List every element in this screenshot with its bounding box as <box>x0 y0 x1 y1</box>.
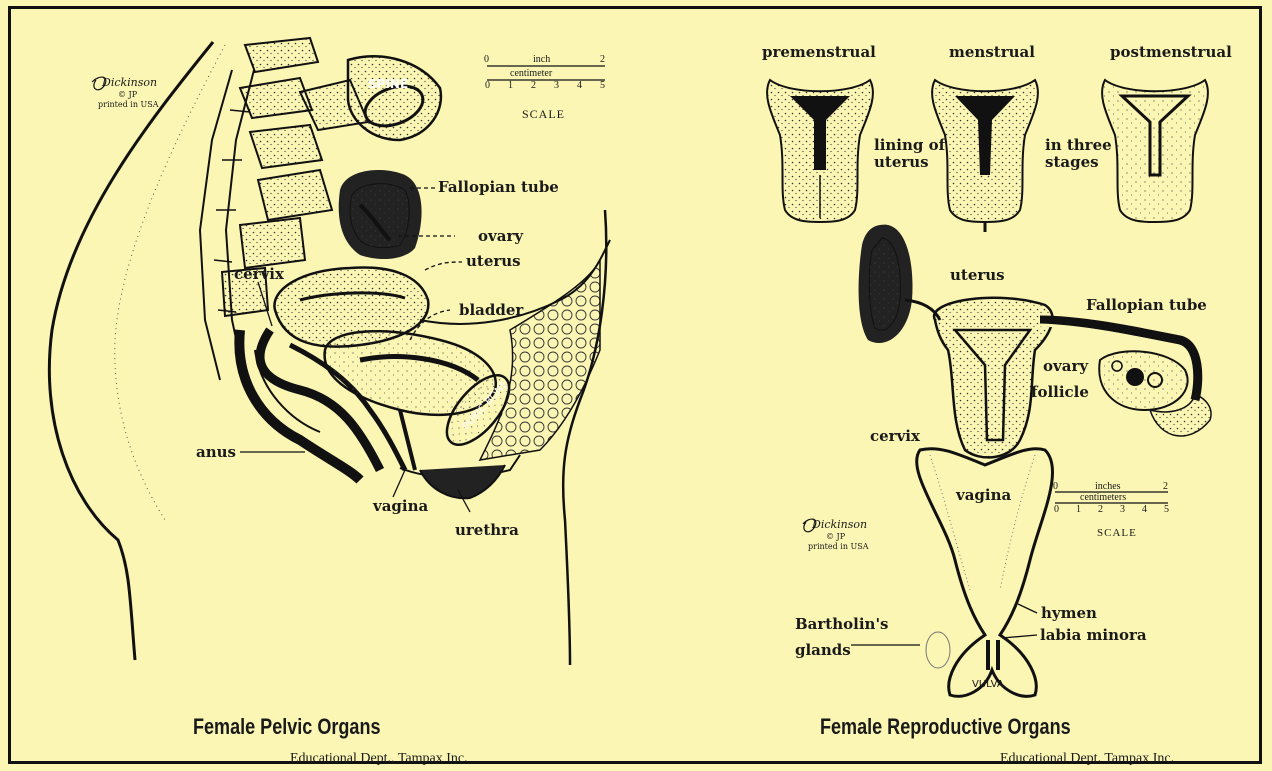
pelvic-scale-cm-label: centimeter <box>510 68 552 79</box>
pelvic-scale-inch-end: 2 <box>600 54 605 65</box>
pelvic-label-uterus: uterus <box>466 253 521 270</box>
repro-label-vulva: VULVA <box>972 679 1004 690</box>
pelvic-label-cervix: cervix <box>234 266 284 283</box>
reproductive-drawing <box>767 80 1211 696</box>
repro-scale-cm-tick: 1 <box>1076 504 1081 515</box>
pelvic-scale-cm-tick: 0 <box>485 80 490 91</box>
pelvic-label-anus: anus <box>196 444 236 461</box>
repro-scale-caption: SCALE <box>1097 527 1137 539</box>
repro-label-uterus: uterus <box>950 267 1005 284</box>
pelvic-scale-cm-tick: 2 <box>531 80 536 91</box>
repro-initials: © JP <box>826 532 845 541</box>
pelvic-signature: Dickinson <box>102 76 157 89</box>
repro-signature: Dickinson <box>812 518 867 531</box>
repro-scale-inch-end: 2 <box>1163 481 1168 492</box>
pelvic-label-fallopian-tube: Fallopian tube <box>438 179 559 196</box>
pelvic-scale-inch-label: inch <box>533 54 550 65</box>
pelvic-label-bladder: bladder <box>459 302 523 319</box>
pelvic-printed: printed in USA <box>98 100 159 109</box>
repro-label-labia-minora: labia minora <box>1040 627 1147 644</box>
repro-scale-inch-label: inches <box>1095 481 1121 492</box>
pelvic-scale-cm-tick: 3 <box>554 80 559 91</box>
repro-scale-cm-tick: 4 <box>1142 504 1147 515</box>
pelvic-label-spine: SPINE <box>368 78 408 92</box>
repro-printed: printed in USA <box>808 542 869 551</box>
repro-scale-cm-tick: 3 <box>1120 504 1125 515</box>
stage-label-menstrual: menstrual <box>949 44 1035 61</box>
repro-scale-inch-start: 0 <box>1053 481 1058 492</box>
stage-note-lining: lining of uterus <box>874 137 954 172</box>
repro-scale-cm-label: centimeters <box>1080 492 1126 503</box>
stage-uterus-premenstrual <box>767 80 873 222</box>
stage-label-postmenstrual: postmenstrual <box>1110 44 1232 61</box>
pelvic-initials: © JP <box>118 90 137 99</box>
repro-label-fallopian-tube: Fallopian tube <box>1086 297 1207 314</box>
repro-label-follicle: follicle <box>1031 384 1089 401</box>
pelvic-scale-cm-tick: 4 <box>577 80 582 91</box>
stage-note-three-stages: in three stages <box>1045 137 1117 172</box>
repro-label-ovary: ovary <box>1043 358 1088 375</box>
pelvic-scale-cm-tick: 5 <box>600 80 605 91</box>
stage-label-premenstrual: premenstrual <box>762 44 876 61</box>
pelvic-label-urethra: urethra <box>455 522 519 539</box>
pelvic-credit: Educational Dept., Tampax Inc. <box>290 751 468 767</box>
pelvic-scale-cm-tick: 1 <box>508 80 513 91</box>
repro-label-bartholins-glands: Bartholin's glands <box>795 611 875 664</box>
repro-label-hymen: hymen <box>1041 605 1097 622</box>
pelvic-scale-inch-start: 0 <box>484 54 489 65</box>
pelvic-label-ovary: ovary <box>478 228 523 245</box>
reproductive-title: Female Reproductive Organs <box>820 714 1071 740</box>
reproductive-credit: Educational Dept. Tampax Inc. <box>1000 751 1174 767</box>
pelvic-title: Female Pelvic Organs <box>193 714 381 740</box>
pelvic-drawing <box>49 38 610 665</box>
repro-scale-cm-tick: 5 <box>1164 504 1169 515</box>
stage-uterus-postmenstrual <box>1102 80 1208 222</box>
repro-scale-cm-tick: 0 <box>1054 504 1059 515</box>
pelvic-scale-caption: SCALE <box>522 107 565 122</box>
repro-label-cervix: cervix <box>870 428 920 445</box>
repro-label-vagina: vagina <box>956 487 1011 504</box>
pelvic-label-vagina: vagina <box>373 498 428 515</box>
repro-scale-cm-tick: 2 <box>1098 504 1103 515</box>
